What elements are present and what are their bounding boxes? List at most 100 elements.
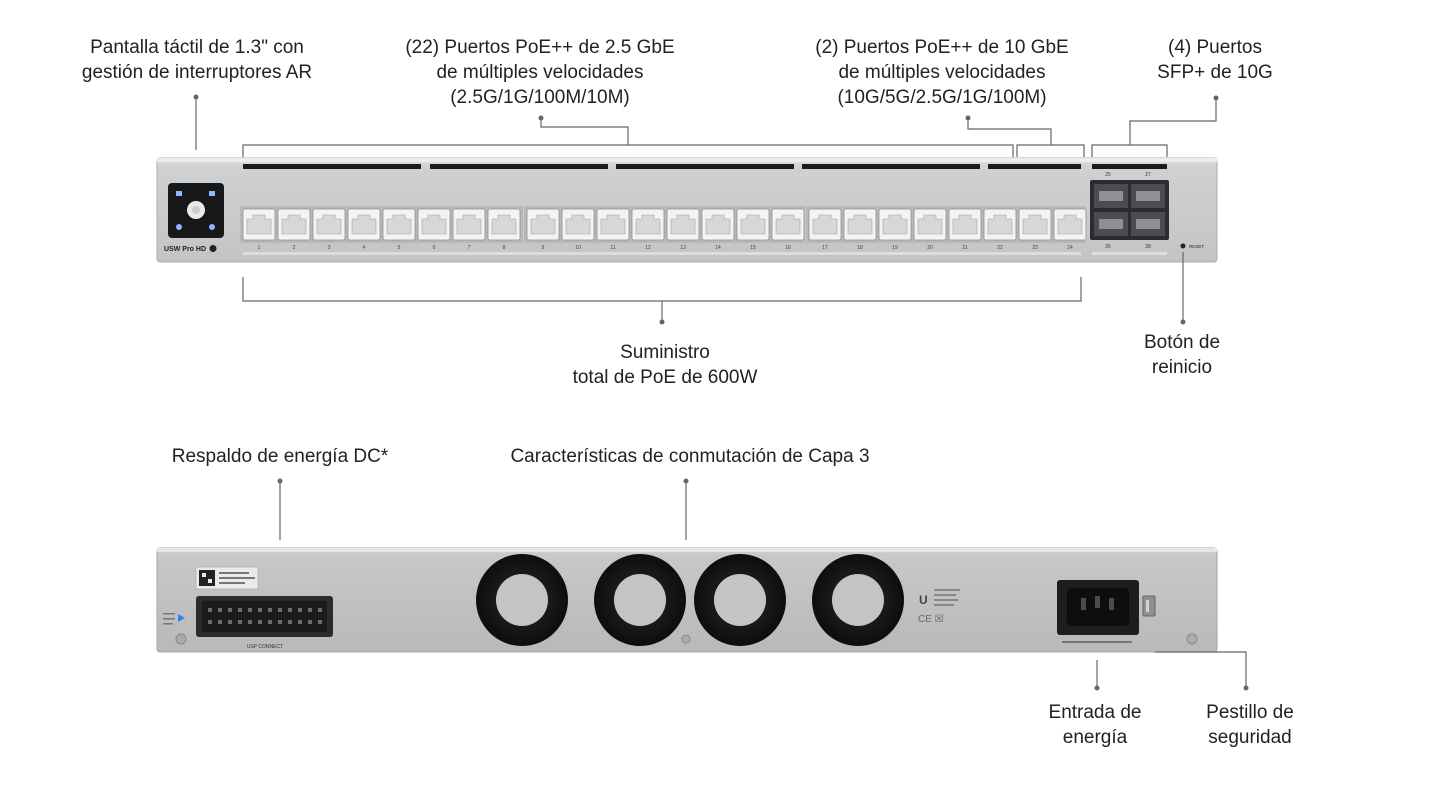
ubiquiti-logo-icon: U [919, 593, 928, 607]
fan-vent [694, 554, 786, 646]
display-icon [176, 191, 182, 196]
model-label: USW Pro HD [164, 246, 206, 253]
port-number-label: 14 [715, 245, 721, 251]
rj45-port[interactable] [561, 208, 595, 241]
rj45-port[interactable] [913, 208, 947, 241]
port-number-label: 10 [575, 245, 581, 251]
sfp-port[interactable] [1131, 184, 1165, 208]
rj45-port[interactable] [736, 208, 770, 241]
rj45-port[interactable] [1018, 208, 1052, 241]
callout-poe-budget: Suministro total de PoE de 600W [572, 342, 758, 388]
callout-layer3: Características de conmutación de Capa 3 [510, 446, 870, 467]
port-number-label: 21 [962, 245, 968, 251]
port-number-label: 13 [680, 245, 686, 251]
port-number-label: 22 [997, 245, 1003, 251]
power-rating-label [1062, 641, 1132, 643]
rj45-port[interactable] [808, 208, 842, 241]
touchscreen-display[interactable] [168, 183, 224, 238]
display-icon [209, 224, 215, 230]
rj45-port[interactable] [526, 208, 560, 241]
port-group-bar [988, 164, 1081, 169]
port-group-bar [616, 164, 794, 169]
rj45-port[interactable] [983, 208, 1017, 241]
sfp-label: 27 [1145, 172, 1151, 178]
port-number-label: 7 [468, 245, 471, 251]
sfp-label: 26 [1105, 244, 1111, 250]
rj45-port[interactable] [277, 208, 311, 241]
ground-screw-icon [175, 633, 187, 645]
front-callout-lines [195, 97, 1217, 322]
port-number-label: 6 [433, 245, 436, 251]
port-group-bar [430, 164, 608, 169]
rj45-port[interactable] [347, 208, 381, 241]
port-number-label: 18 [857, 245, 863, 251]
callout-10g-ports: (2) Puertos PoE++ de 10 GbE de múltiples… [815, 37, 1069, 108]
port-number-label: 5 [398, 245, 401, 251]
callout-dots [277, 478, 1249, 691]
port-number-label: 19 [892, 245, 898, 251]
rj45-port[interactable] [312, 208, 346, 241]
ubiquiti-logo-icon [209, 245, 217, 252]
sfp-port[interactable] [1094, 184, 1128, 208]
fan-vent [812, 554, 904, 646]
port-number-label: 12 [645, 245, 651, 251]
sfp-label: 25 [1105, 172, 1111, 178]
usp-label: USP CONNECT [247, 644, 283, 650]
rear-panel: USP CONNECT U [156, 547, 1218, 653]
rj45-port[interactable] [771, 208, 805, 241]
led-strip [243, 252, 1081, 255]
port-number-label: 15 [750, 245, 756, 251]
port-number-label: 23 [1032, 245, 1038, 251]
callout-dots [193, 94, 1219, 325]
rj45-port[interactable] [631, 208, 665, 241]
callout-power-input: Entrada de energía [1048, 702, 1142, 748]
qr-code-icon [199, 570, 215, 586]
rj45-port[interactable] [242, 208, 276, 241]
callout-security-latch: Pestillo de seguridad [1206, 702, 1294, 748]
product-sticker [195, 566, 259, 590]
callout-sfp-ports: (4) Puertos SFP+ de 10G [1157, 37, 1273, 83]
rj45-port[interactable] [878, 208, 912, 241]
rj45-port[interactable] [596, 208, 630, 241]
rj45-port[interactable] [382, 208, 416, 241]
port-number-label: 11 [610, 245, 615, 251]
rj45-port[interactable] [417, 208, 451, 241]
rear-callout-lines [279, 481, 1247, 688]
port-number-label: 17 [822, 245, 828, 251]
rj45-port[interactable] [701, 208, 735, 241]
security-latch[interactable] [1142, 595, 1156, 617]
port-number-label: 16 [785, 245, 791, 251]
display-icon [209, 191, 215, 196]
display-icon [176, 224, 182, 230]
certification-marks-icon: CE ☒ [918, 614, 944, 625]
regulatory-marks: U CE ☒ [918, 589, 960, 625]
port-number-label: 2 [293, 245, 296, 251]
rj45-port[interactable] [1053, 208, 1087, 241]
port-number-label: 9 [542, 245, 545, 251]
reset-label: RESET [1189, 244, 1204, 249]
rj45-port[interactable] [843, 208, 877, 241]
fan-vent [594, 554, 686, 646]
rj45-port[interactable] [452, 208, 486, 241]
power-inlet[interactable] [1057, 580, 1139, 635]
rj45-port[interactable] [487, 208, 521, 241]
sfp-label: 28 [1145, 244, 1151, 250]
port-group-bar [1092, 164, 1167, 169]
sfp-port[interactable] [1094, 212, 1128, 236]
connector-pins [208, 608, 322, 624]
fan-vent [476, 554, 568, 646]
port-number-label: 8 [503, 245, 506, 251]
screw-icon [1186, 633, 1198, 645]
sfp-port[interactable] [1131, 212, 1165, 236]
usp-connector[interactable] [196, 596, 333, 637]
reset-button[interactable] [1180, 243, 1186, 249]
rj45-port[interactable] [948, 208, 982, 241]
port-number-label: 20 [927, 245, 933, 251]
screw-icon [681, 634, 691, 644]
rj45-port[interactable] [666, 208, 700, 241]
led-strip [1092, 252, 1167, 255]
rj45-port-array [242, 208, 1087, 241]
